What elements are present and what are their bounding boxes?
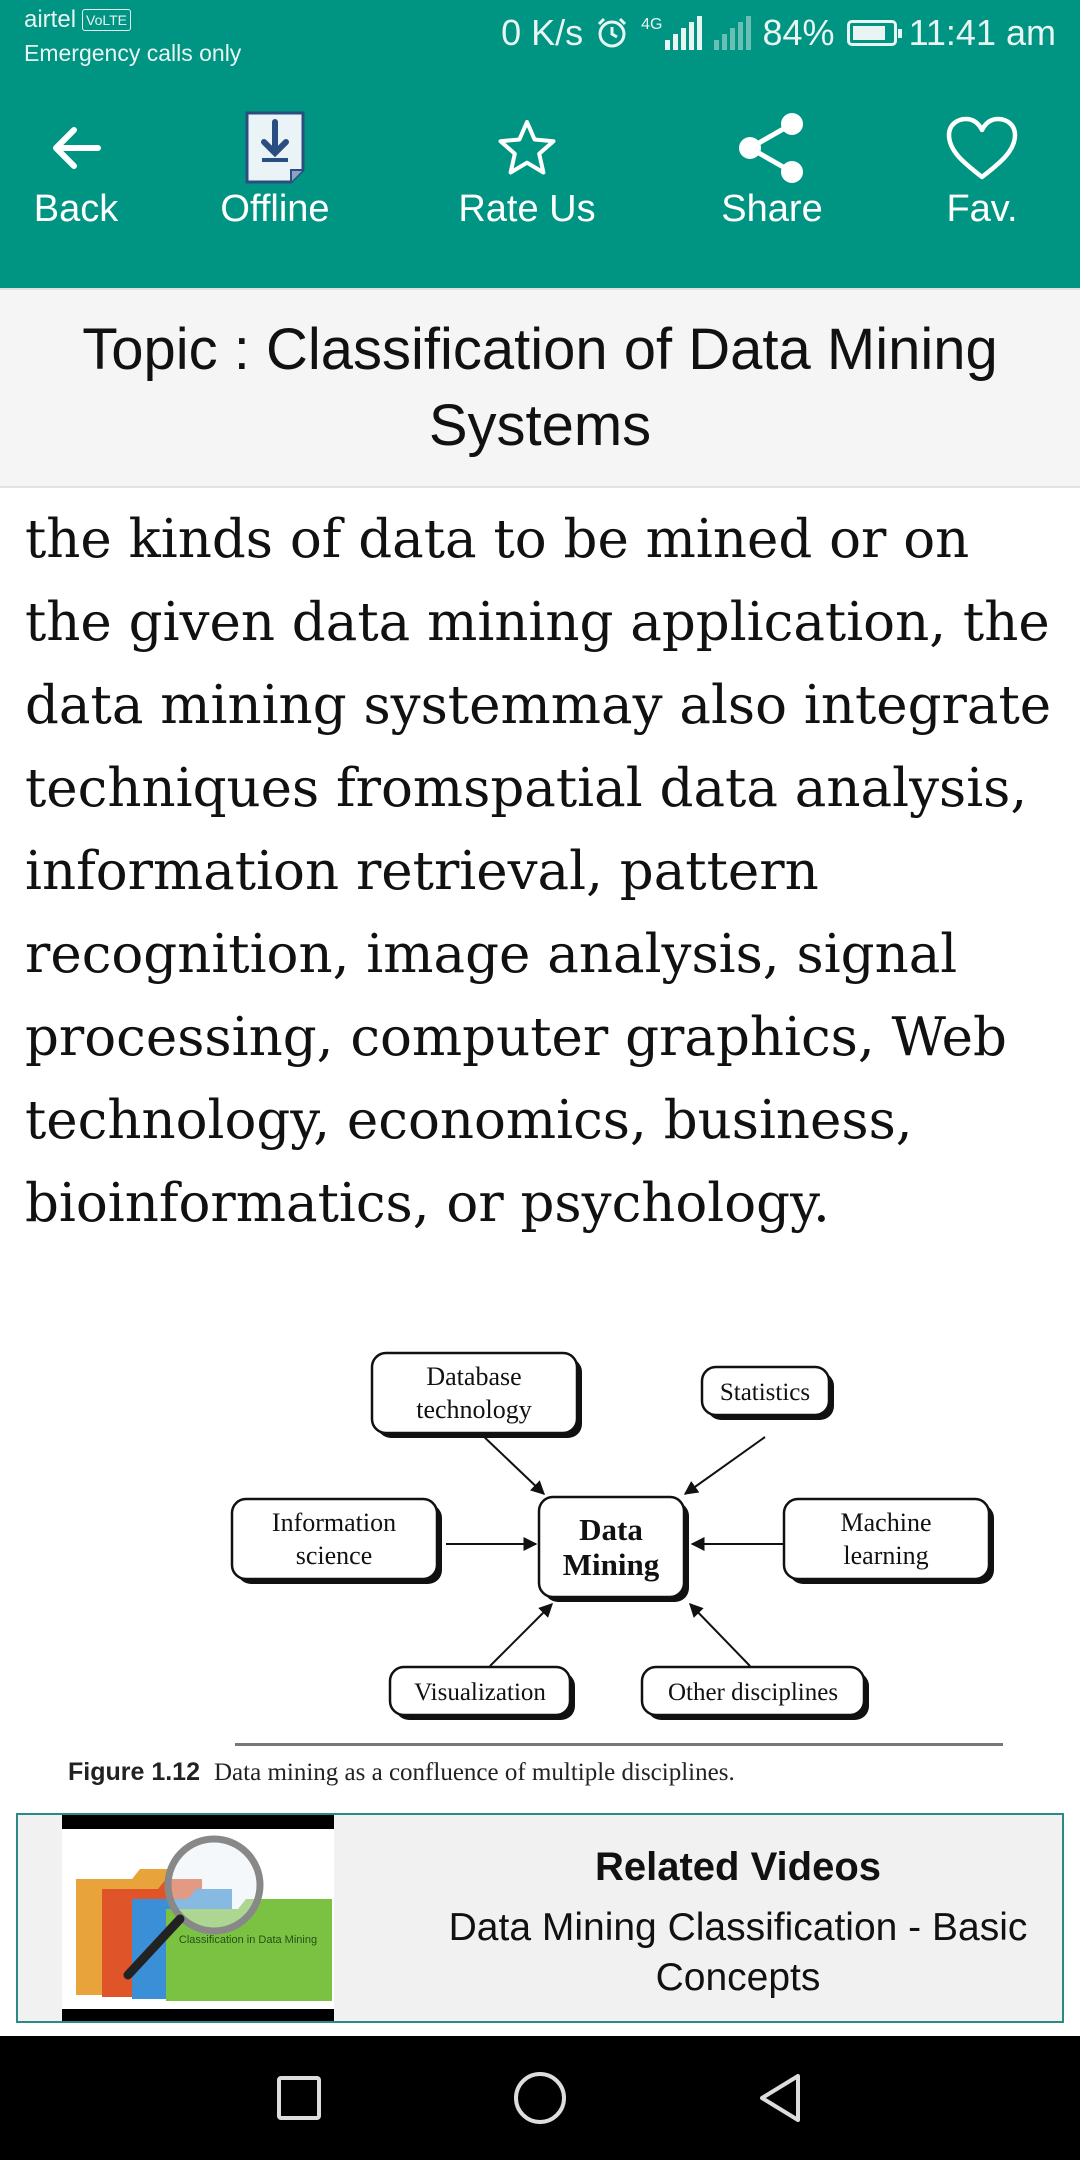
related-videos-heading: Related Videos [594, 1845, 882, 1889]
node-statistics: Statistics [720, 1379, 810, 1406]
back-nav-button[interactable] [744, 2062, 816, 2134]
figure-caption-label: Figure 1.12 [68, 1758, 200, 1786]
figure-caption-text: Data mining as a confluence of multiple … [214, 1759, 735, 1786]
related-videos-card[interactable]: Classification in Data Mining Related Vi… [16, 1813, 1064, 2023]
download-icon [245, 111, 305, 184]
node-other: Other disciplines [668, 1679, 838, 1706]
carrier-group: airtel VoLTE [24, 6, 132, 34]
back-button[interactable]: Back [0, 72, 166, 288]
article-paragraph: the kinds of data to be mined or on the … [25, 509, 1052, 1234]
star-icon [498, 120, 556, 175]
signal-icon [664, 16, 702, 50]
circle-icon [514, 2072, 566, 2124]
node-machine-line1: Machine [841, 1508, 932, 1537]
recents-button[interactable] [263, 2062, 335, 2134]
favorite-button[interactable]: Fav. [892, 72, 1072, 288]
clock: 11:41 am [908, 12, 1056, 53]
battery-percent: 84% [762, 12, 835, 53]
status-icons: 0 K/s 4G 84% 11:41 am [501, 12, 1056, 54]
node-information-line2: science [296, 1541, 373, 1570]
favorite-label: Fav. [946, 188, 1018, 230]
topic-header: Topic : Classification of Data Mining Sy… [0, 288, 1080, 488]
node-information-line1: Information [272, 1508, 396, 1537]
battery-icon [846, 20, 902, 46]
rate-us-label: Rate Us [458, 188, 596, 230]
alarm-icon [598, 17, 627, 48]
square-icon [277, 2076, 321, 2120]
volte-badge: VoLTE [82, 9, 132, 31]
home-button[interactable] [504, 2062, 576, 2134]
offline-button[interactable]: Offline [185, 72, 365, 288]
offline-label: Offline [220, 188, 330, 230]
figure: Database technology Statistics Informati… [0, 1300, 1080, 1820]
video-thumbnail: Classification in Data Mining [62, 1815, 334, 2021]
node-database-line1: Database [426, 1362, 521, 1391]
triangle-back-icon [760, 2074, 800, 2122]
folders-magnifier-icon: Classification in Data Mining [62, 1829, 334, 2009]
share-label: Share [721, 188, 823, 230]
net-speed: 0 K/s [501, 12, 584, 53]
related-video-title: Data Mining Classification - Basic Conce… [448, 1906, 1028, 1999]
node-center-line2: Mining [563, 1547, 660, 1582]
carrier-name: airtel [24, 6, 77, 33]
network-type: 4G [641, 16, 663, 33]
node-center-line1: Data [579, 1512, 643, 1547]
back-label: Back [33, 188, 119, 230]
navigation-bar [0, 2036, 1080, 2160]
node-visualization: Visualization [414, 1679, 546, 1706]
data-mining-diagram: Database technology Statistics Informati… [230, 1351, 994, 1720]
app-toolbar: Back Offline Rate Us [0, 72, 1080, 288]
figure-caption: Figure 1.12 Data mining as a confluence o… [68, 1758, 735, 1787]
back-arrow-icon [53, 127, 101, 169]
node-database-line2: technology [416, 1395, 532, 1424]
heart-icon [946, 116, 1018, 180]
topic-title: Topic : Classification of Data Mining Sy… [82, 317, 998, 458]
node-machine-line2: learning [843, 1541, 928, 1570]
thumbnail-caption: Classification in Data Mining [179, 1934, 317, 1946]
share-icon [739, 113, 803, 183]
status-bar: airtel VoLTE Emergency calls only 0 K/s … [0, 0, 1080, 72]
signal-icon [713, 16, 751, 50]
figure-rule [235, 1743, 1003, 1746]
share-button[interactable]: Share [682, 72, 862, 288]
rate-us-button[interactable]: Rate Us [437, 72, 617, 288]
emergency-text: Emergency calls only [24, 40, 242, 66]
